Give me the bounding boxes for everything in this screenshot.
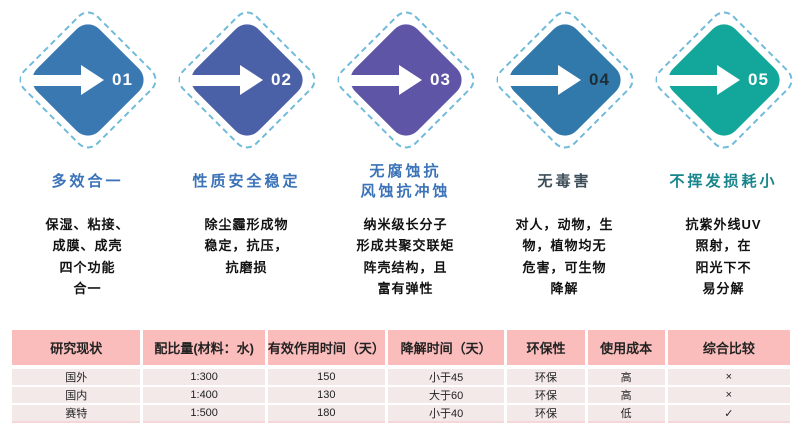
comparison-table: 研究现状 配比量(材料：水) 有效作用时间（天） 降解时间（天） 环保性 使用成… xyxy=(12,330,790,423)
arrow-right-icon xyxy=(657,65,740,95)
table-row: 赛特 1:500 180 小于40 环保 低 ✓ xyxy=(12,403,790,423)
table-cell: × xyxy=(666,385,790,405)
diamond-badge-3: 03 xyxy=(326,0,485,160)
table-cell: 环保 xyxy=(505,403,588,423)
table-cell: × xyxy=(666,365,790,387)
table-header-cell: 有效作用时间（天） xyxy=(266,330,388,367)
step-number: 04 xyxy=(589,70,610,89)
feature-column-5: 05 不挥发损耗小 抗紫外线UV 照射，在 阳光下不 易分解 xyxy=(644,0,800,300)
table-cell: 小于45 xyxy=(386,365,508,387)
table-header-cell: 综合比较 xyxy=(666,330,790,367)
table-cell: 1:400 xyxy=(141,385,268,405)
step-number: 02 xyxy=(271,70,292,89)
table-cell: 1:300 xyxy=(141,365,268,387)
feature-title: 性质安全稳定 xyxy=(192,172,301,190)
table-row: 国外 1:300 150 小于45 环保 高 × xyxy=(12,365,790,387)
feature-title: 无腐蚀抗 风蚀抗冲蚀 xyxy=(360,162,451,200)
feature-strip: 01 多效合一 保湿、粘接、 成膜、成壳 四个功能 合一 02 性质安全稳定 除… xyxy=(8,0,800,300)
table-cell: 国外 xyxy=(12,365,144,387)
diamond-badge-5: 05 xyxy=(644,0,800,160)
table-header-cell: 环保性 xyxy=(505,330,588,367)
table-header-row: 研究现状 配比量(材料：水) 有效作用时间（天） 降解时间（天） 环保性 使用成… xyxy=(12,330,790,367)
arrow-right-icon xyxy=(498,65,581,95)
diamond-badge-1: 01 xyxy=(8,0,167,160)
arrow-right-icon xyxy=(180,65,263,95)
arrow-right-icon xyxy=(339,65,422,95)
feature-description: 除尘霾形成物 稳定，抗压， 抗磨损 xyxy=(204,217,289,275)
table-cell: 环保 xyxy=(505,385,588,405)
table-cell: 低 xyxy=(586,403,668,423)
table-cell: 大于60 xyxy=(386,385,508,405)
table-cell: 130 xyxy=(266,385,388,405)
feature-description: 抗紫外线UV 照射，在 阳光下不 易分解 xyxy=(685,217,762,297)
feature-description: 对人，动物，生 物，植物均无 危害，可生物 降解 xyxy=(515,217,614,297)
arrow-right-icon xyxy=(21,65,104,95)
feature-title: 不挥发损耗小 xyxy=(669,172,778,190)
table-header-cell: 配比量(材料：水) xyxy=(141,330,268,367)
table-header-cell: 降解时间（天） xyxy=(386,330,508,367)
table-cell: 高 xyxy=(586,385,668,405)
table-header-cell: 研究现状 xyxy=(12,330,144,367)
comparison-table-container: 研究现状 配比量(材料：水) 有效作用时间（天） 降解时间（天） 环保性 使用成… xyxy=(12,330,790,423)
table-cell: 赛特 xyxy=(12,403,144,423)
feature-description: 保湿、粘接、 成膜、成壳 四个功能 合一 xyxy=(45,217,130,297)
feature-column-1: 01 多效合一 保湿、粘接、 成膜、成壳 四个功能 合一 xyxy=(8,0,167,300)
step-number: 05 xyxy=(748,70,769,89)
step-number: 01 xyxy=(112,70,133,89)
feature-title: 无毒害 xyxy=(537,172,592,190)
table-cell: 国内 xyxy=(12,385,144,405)
feature-title: 多效合一 xyxy=(51,172,124,190)
feature-description: 纳米级长分子 形成共聚交联矩 阵壳结构，且 富有弹性 xyxy=(356,217,455,297)
diamond-badge-4: 04 xyxy=(485,0,644,160)
table-cell: 150 xyxy=(266,365,388,387)
feature-column-3: 03 无腐蚀抗 风蚀抗冲蚀 纳米级长分子 形成共聚交联矩 阵壳结构，且 富有弹性 xyxy=(326,0,485,300)
feature-column-2: 02 性质安全稳定 除尘霾形成物 稳定，抗压， 抗磨损 xyxy=(167,0,326,300)
table-header-cell: 使用成本 xyxy=(586,330,668,367)
feature-column-4: 04 无毒害 对人，动物，生 物，植物均无 危害，可生物 降解 xyxy=(485,0,644,300)
table-cell: 180 xyxy=(266,403,388,423)
table-cell: 环保 xyxy=(505,365,588,387)
table-cell: 小于40 xyxy=(386,403,508,423)
table-cell: ✓ xyxy=(666,403,790,423)
step-number: 03 xyxy=(430,70,451,89)
table-cell: 1:500 xyxy=(141,403,268,423)
table-cell: 高 xyxy=(586,365,668,387)
table-row: 国内 1:400 130 大于60 环保 高 × xyxy=(12,385,790,405)
diamond-badge-2: 02 xyxy=(167,0,326,160)
